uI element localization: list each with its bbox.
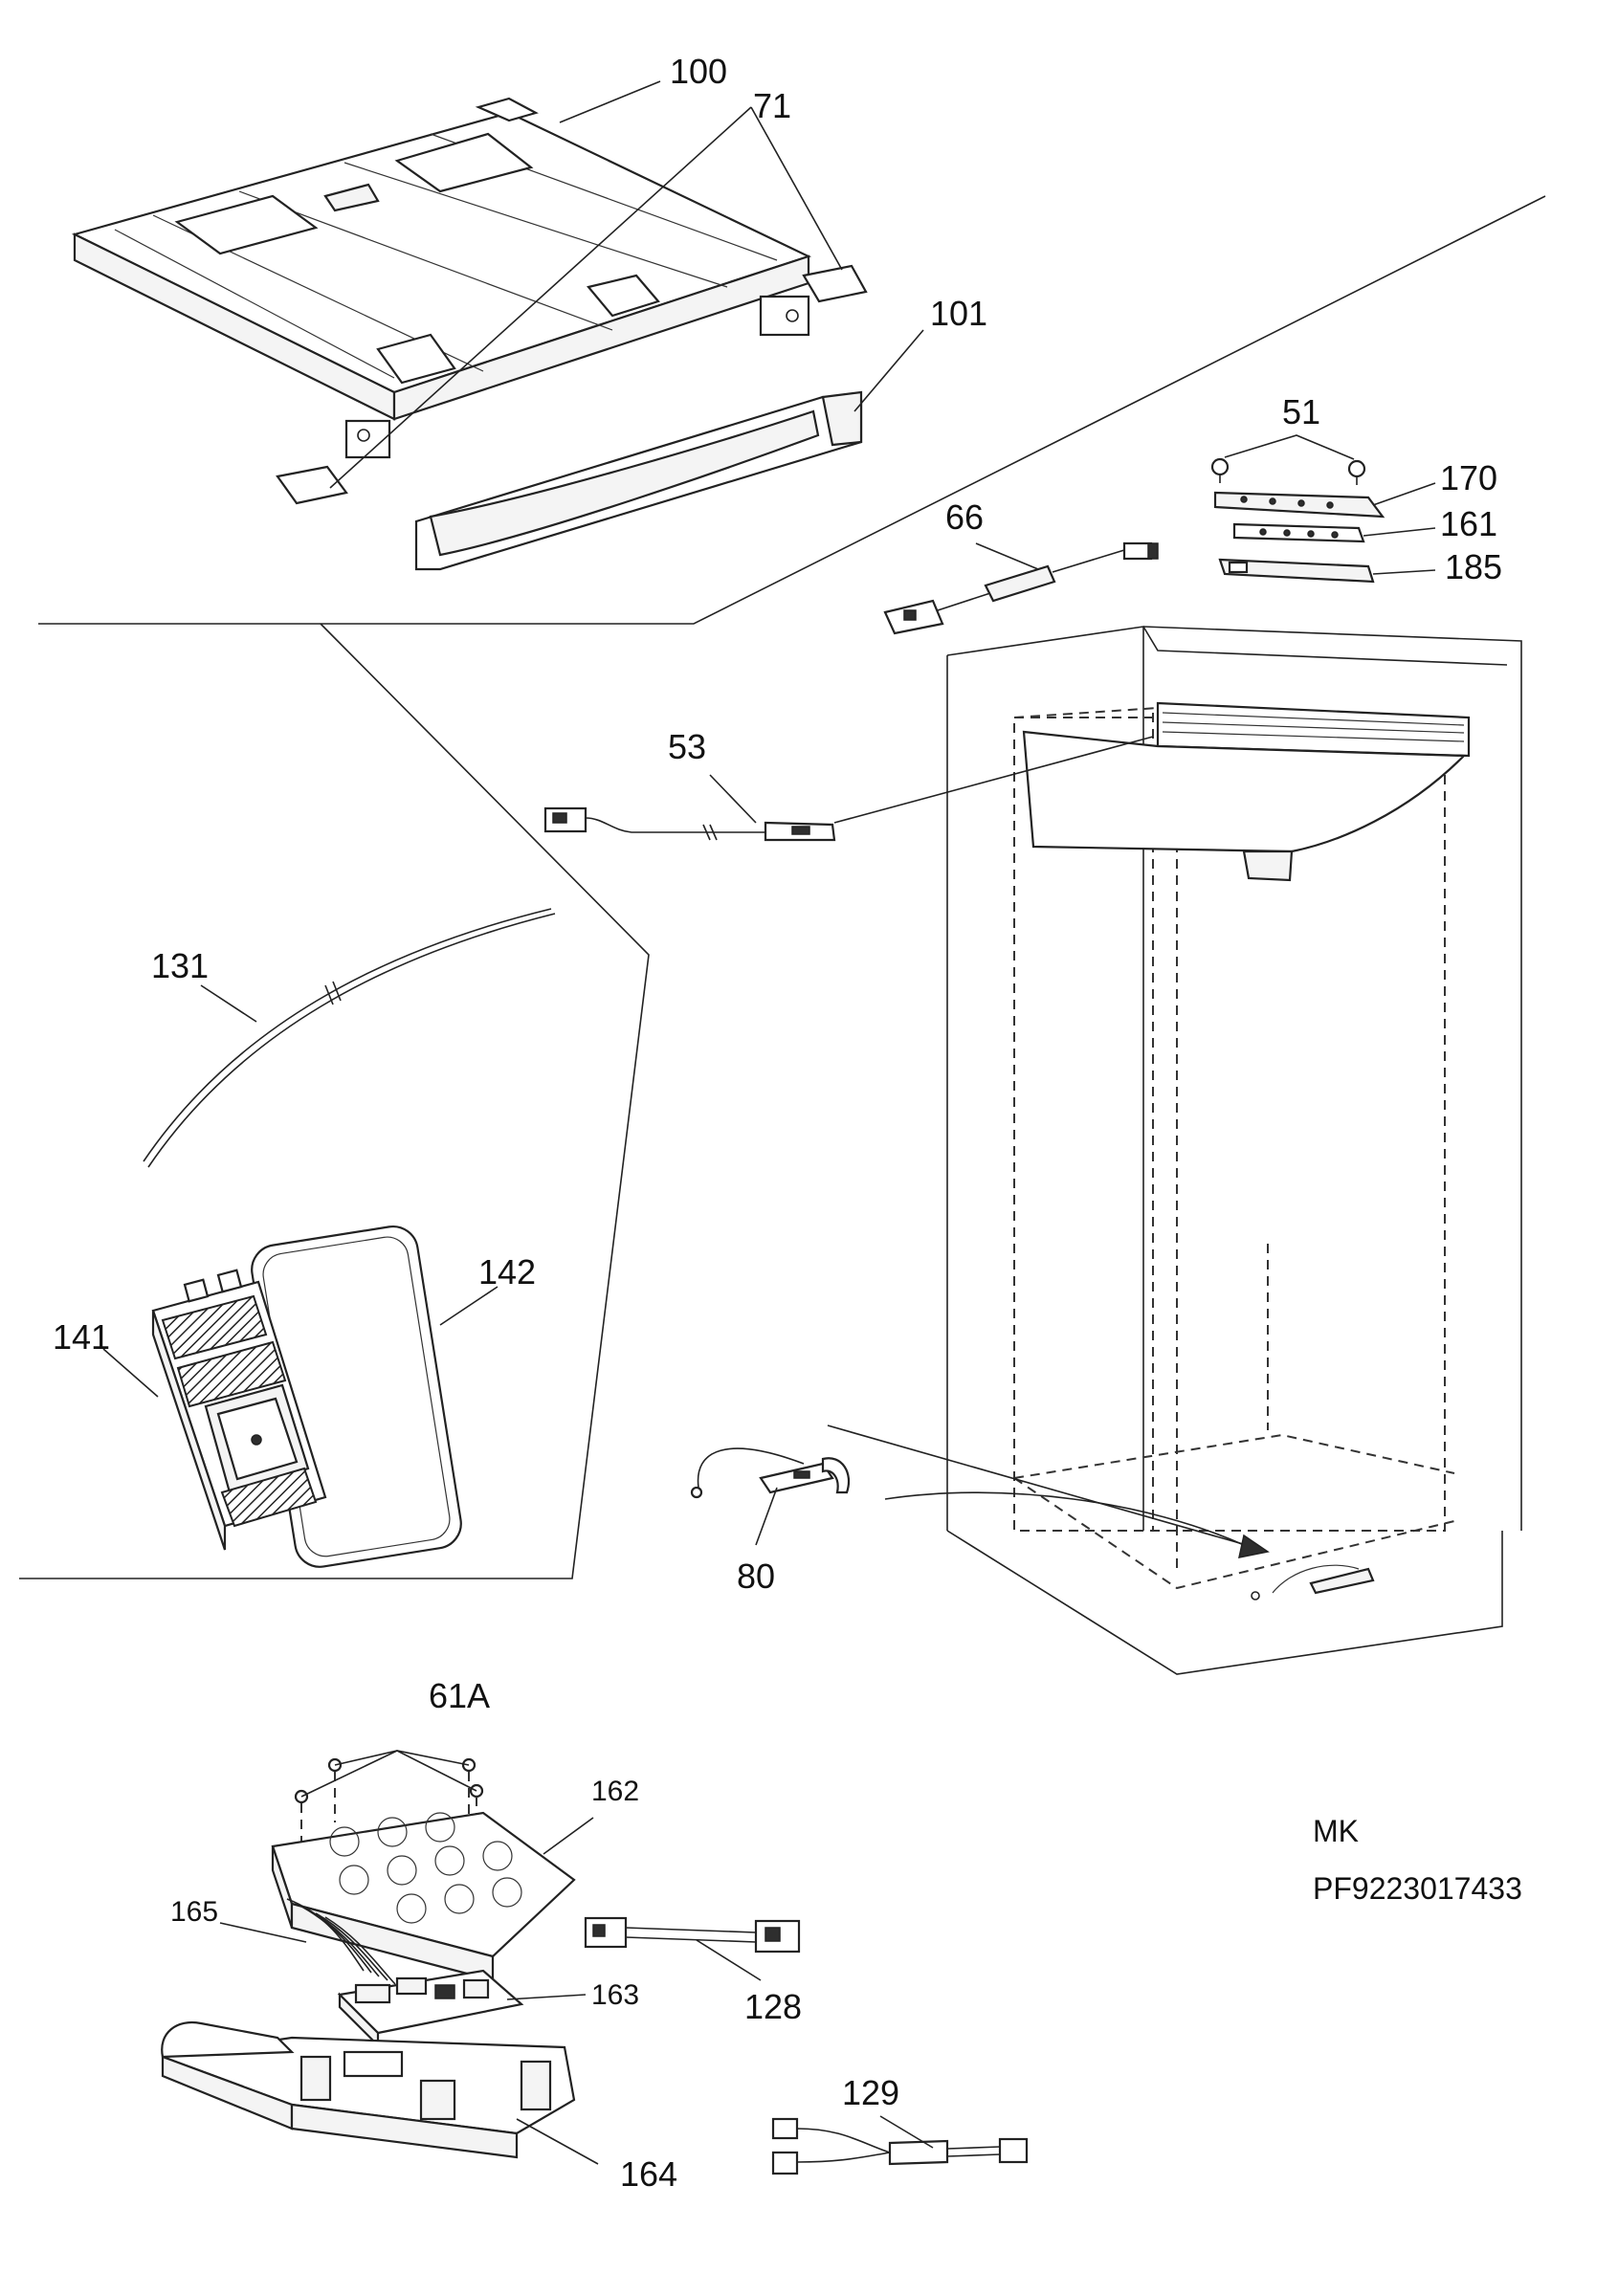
model-code: MK (1313, 1814, 1359, 1848)
leader-161 (1363, 527, 1436, 537)
callout-71: 71 (753, 86, 791, 125)
callout-165: 165 (170, 1896, 218, 1928)
callout-80: 80 (737, 1556, 775, 1596)
part-100-tray-cover (71, 97, 811, 459)
callout-101: 101 (930, 294, 987, 333)
part-80-door-sensor (690, 1447, 851, 1499)
leader-100 (559, 80, 661, 123)
section-dividers (19, 195, 1546, 1579)
callout-142: 142 (478, 1252, 536, 1292)
callout-100: 100 (670, 52, 727, 91)
callout-170: 170 (1440, 458, 1497, 497)
leader-164 (516, 2118, 599, 2165)
leader-80 (755, 1487, 778, 1546)
callout-131: 131 (151, 946, 209, 985)
callout-185: 66 (945, 497, 984, 537)
callout-162: 162 (591, 1776, 639, 1807)
leader-170 (1372, 482, 1436, 506)
leader-51 (1224, 434, 1355, 460)
leader-141 (102, 1348, 159, 1398)
leader-162 (543, 1817, 594, 1855)
leader-129 (879, 2115, 934, 2149)
callout-161: 161 (1440, 504, 1497, 543)
leader-142 (439, 1286, 499, 1326)
leader-163 (506, 1994, 587, 2000)
part-162-control-cover (271, 1811, 576, 1982)
part-165-wires (286, 1898, 396, 1985)
part-131-wire (143, 908, 556, 1168)
callout-53: 53 (668, 727, 706, 766)
part-128-harness (584, 1916, 801, 1954)
leader-131 (200, 984, 257, 1023)
part-185-harness (883, 541, 1159, 635)
part-51-screws (1210, 457, 1366, 485)
leader-53-tab (709, 774, 757, 824)
leader-71b (750, 106, 843, 271)
leader-66 (1372, 569, 1436, 575)
callout-141: 141 (53, 1317, 110, 1357)
callout-61A: 61A (429, 1676, 490, 1715)
part-161-led-board (1232, 522, 1365, 543)
part-141-control-module (151, 1269, 327, 1551)
callout-66: 185 (1445, 547, 1502, 586)
leader-61a-b (300, 1750, 477, 1798)
install-arrows (827, 1424, 1270, 1558)
callout-128: 128 (744, 1987, 802, 2026)
part-66-lens (1218, 558, 1375, 584)
part-170-light-housing (1213, 491, 1385, 519)
part-164-control-housing (161, 2020, 576, 2159)
callout-129: 129 (842, 2073, 899, 2112)
part-number: PF9223017433 (1313, 1871, 1522, 1906)
part-101-front-trim (414, 390, 863, 571)
callout-164: 164 (620, 2154, 677, 2194)
part-129-harness (771, 2117, 1029, 2175)
cabinet-outline (946, 626, 1522, 1675)
part-53-sensor-cable (543, 806, 836, 842)
callout-163: 163 (591, 1979, 639, 2011)
leader-185 (975, 542, 1039, 570)
leader-165 (219, 1922, 307, 1943)
part-163-pcb (337, 1969, 524, 2048)
leader-71a (329, 106, 752, 489)
leader-101 (853, 329, 924, 412)
leader-128 (696, 1939, 762, 1981)
callout-51: 51 (1282, 392, 1320, 431)
part-71-clips (276, 264, 868, 505)
leader-53-cabinet (833, 736, 1154, 824)
